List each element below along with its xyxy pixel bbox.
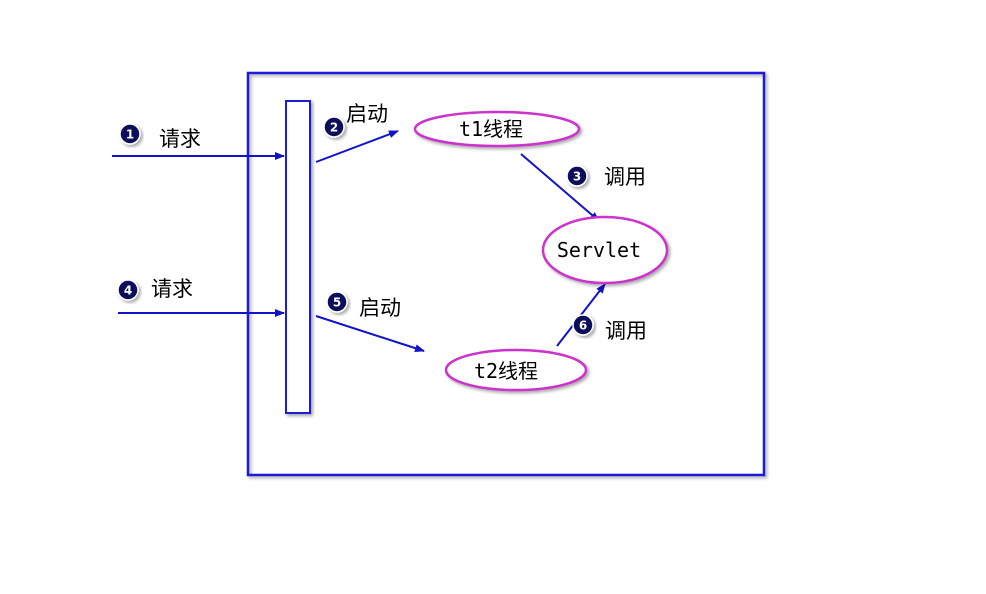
step-badge-1: 1 — [119, 123, 141, 145]
t2-thread-label: t2线程 — [474, 359, 538, 383]
dispatcher-bar — [285, 100, 311, 414]
servlet-node — [541, 215, 669, 285]
t2-thread-node — [444, 348, 588, 392]
svg-text:3: 3 — [573, 170, 581, 184]
label-start-1: 启动 — [346, 102, 388, 126]
label-start-2: 启动 — [359, 296, 401, 320]
t1-thread-label: t1线程 — [459, 117, 523, 141]
servlet-label: Servlet — [557, 238, 641, 262]
svg-text:1: 1 — [126, 128, 134, 142]
arrow-call-1 — [520, 153, 600, 222]
step-badge-4: 4 — [117, 279, 139, 301]
container-box — [246, 71, 766, 477]
arrow-start-1 — [315, 130, 399, 163]
t1-thread-node — [413, 110, 581, 148]
label-request-1: 请求 — [159, 127, 201, 151]
svg-text:6: 6 — [579, 319, 587, 333]
step-badge-5: 5 — [326, 291, 348, 313]
svg-text:5: 5 — [333, 296, 341, 310]
label-call-2: 调用 — [605, 319, 647, 343]
svg-text:2: 2 — [330, 121, 338, 135]
arrow-start-2 — [315, 315, 425, 353]
step-badge-2: 2 — [323, 116, 345, 138]
svg-text:4: 4 — [124, 284, 132, 298]
step-badge-6: 6 — [572, 314, 594, 336]
step-badge-3: 3 — [566, 165, 588, 187]
label-call-1: 调用 — [604, 165, 646, 189]
label-request-2: 请求 — [151, 277, 193, 301]
